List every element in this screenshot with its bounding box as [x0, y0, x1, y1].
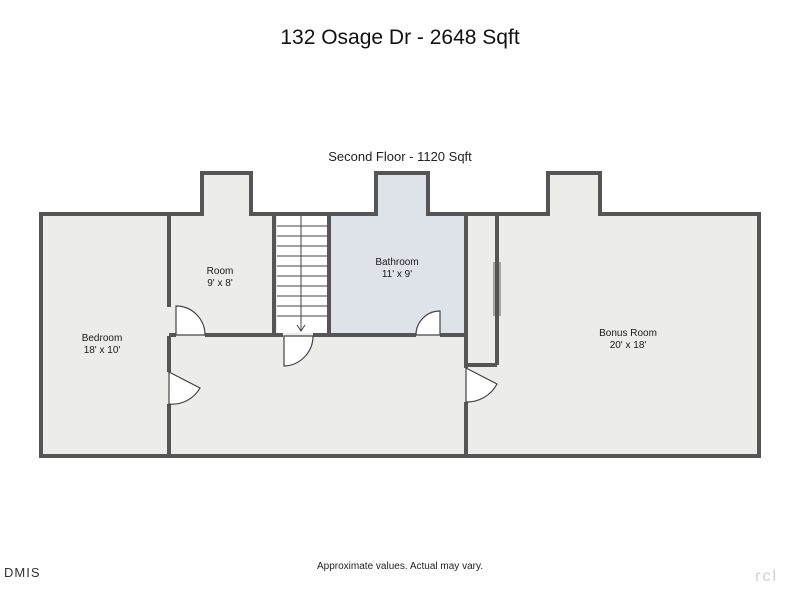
doors — [168, 305, 498, 405]
bedroom-door — [168, 371, 201, 405]
interior-walls — [167, 214, 499, 456]
staircase — [277, 216, 327, 333]
watermark-logo: rcl — [755, 568, 778, 585]
room-dims-bedroom: 18' x 10' — [84, 345, 121, 356]
floor-area — [42, 174, 758, 455]
room-name-bonus-room: Bonus Room — [599, 328, 657, 339]
room-dims-room: 9' x 8' — [207, 278, 233, 289]
brand-logo: DMIS — [4, 565, 41, 580]
room-door — [175, 305, 206, 336]
room-dims-bonus-room: 20' x 18' — [610, 340, 647, 351]
room-name-bathroom: Bathroom — [375, 257, 418, 268]
room-name-room: Room — [207, 266, 234, 277]
room-name-bedroom: Bedroom — [82, 333, 123, 344]
stair-door — [283, 335, 314, 367]
closet-door — [493, 262, 501, 316]
disclaimer-text: Approximate values. Actual may vary. — [317, 561, 483, 572]
bathroom-door — [415, 310, 441, 336]
plan-title: 132 Osage Dr - 2648 Sqft — [280, 26, 520, 49]
exterior-walls — [39, 171, 761, 458]
bathroom-floor — [330, 216, 464, 334]
bonus-room-door — [465, 367, 498, 403]
floor-label: Second Floor - 1120 Sqft — [328, 149, 472, 164]
room-dims-bathroom: 11' x 9' — [382, 269, 412, 280]
